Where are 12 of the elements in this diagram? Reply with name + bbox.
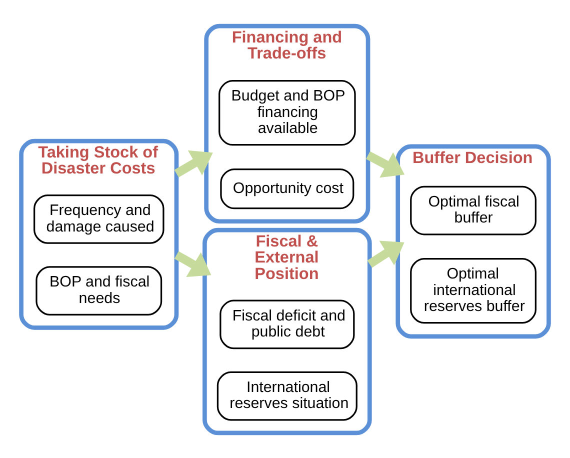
arrow <box>367 240 404 268</box>
node-box: Optimal international reserves buffer <box>410 257 536 324</box>
node-box: Budget and BOP financing available <box>218 80 356 146</box>
arrow <box>366 150 405 178</box>
arrow <box>174 150 213 177</box>
node-box: International reserves situation <box>216 370 358 420</box>
node-box: Opportunity cost <box>220 168 354 209</box>
node-box: BOP and fiscal needs <box>36 266 162 315</box>
node-box: Optimal fiscal buffer <box>410 185 536 235</box>
node-box: Fiscal deficit and public debt <box>220 299 355 349</box>
node-box: Frequency and damage caused <box>34 194 164 244</box>
arrow <box>174 250 212 276</box>
